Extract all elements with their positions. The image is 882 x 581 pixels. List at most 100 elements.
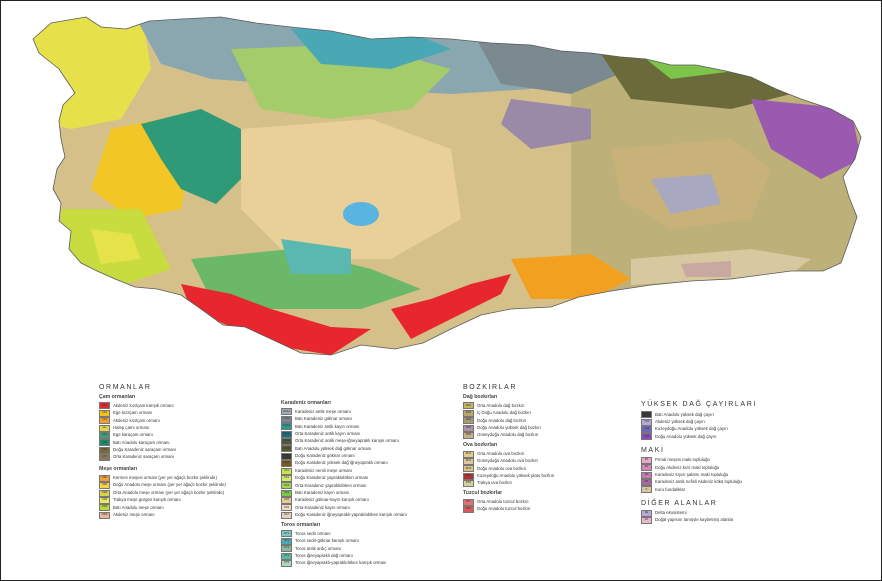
legend-section-title: ORMANLAR [99,384,152,391]
legend-item-label: Trakya meşe gürgen karışık ormanı [113,497,181,503]
legend-item-label: Doğu Anadolu ova bozkırı [477,465,527,471]
legend-item-label: Akdeniz kızılçam ormanı [113,417,160,423]
legend-item-label: Ege kızılçam ormanı [113,410,153,416]
legend-swatch: OKA8 [281,460,292,468]
legend-item-label: Batı Karadeniz kayın ormanı [295,490,350,496]
legend-swatch: YD4 [641,433,652,441]
legend-swatch: ÇK2 [99,409,110,417]
legend-swatch: OM4 [99,496,110,504]
legend-item-label: Doğu Karadeniz saraçam ormanı [113,447,177,453]
legend-swatch: OM3 [99,489,110,497]
legend-swatch: YD1 [641,411,652,419]
legend-item-label: Batı Anadolu meşe ormanı [113,504,164,510]
legend-swatch: OKA2 [281,415,292,423]
legend-item-label: Orta Karadeniz antik kayın ormanı [295,430,361,436]
legend-subtitle: Meşe ormanları [99,466,138,473]
legend-item-label: Karadeniz antik nefisli Akdeniz kökü top… [655,479,742,485]
legend-section-title: BOZKIRLAR [463,384,518,391]
legend-swatch: OM6 [99,511,110,519]
legend-item-label: Toros sedir-göknar karışık ormanı [295,538,359,544]
legend-item-label: Doğu Karadeniz iğneyapraklı-yapraklıdöke… [295,512,407,518]
legend-item-label: Batı Anadolu yüksek dağ göknar ormanı [295,445,372,451]
legend-swatch: OM1 [99,474,110,482]
legend-swatch: YD2 [641,418,652,426]
legend-swatch: OM2 [99,482,110,490]
legend-item-label: Trakya ova bozkırı [477,480,513,486]
legend-swatch: OT5 [281,560,292,568]
legend-item-label: Batı Karadeniz göknar ormanı [295,416,353,422]
legend-item-label: Doğu Anadolu tuzcul bozkırı [477,506,531,512]
legend-swatch: ÇK1 [99,402,110,410]
legend-item-label: Batı Karadeniz antik kayın ormanı [295,423,360,429]
legend-swatch: BO1 [463,450,474,458]
legend-swatch: ÇH [99,424,110,432]
legend-swatch: OT1 [281,530,292,538]
legend-item-label: Doğu Anadolu dağ bozkırı [477,417,527,423]
legend-item-label: Batı Anadolu karaçam ormanı [113,439,170,445]
legend-item-label: Batı Anadolu yüksek dağ çayırı [655,411,714,417]
legend-swatch: OKA6 [281,445,292,453]
legend-swatch: YD3 [641,425,652,433]
legend-item-label: Pırnal meşesi maki topluluğu [655,457,710,463]
legend-item-label: Doğu Karadeniz yapraklıdöken ormanı [295,475,369,481]
legend-swatch: DA [641,517,652,525]
legend-item-label: Orta Karadeniz saraçam ormanı [113,454,175,460]
legend-item-label: Doğu Anadolu yüksek dağ çayırı [655,433,717,439]
legend-swatch: OT4 [281,552,292,560]
legend-swatch: DE [641,509,652,517]
legend-item-label: Toros iğneyapraklı-yapraklıdöken karışık… [295,560,387,566]
legend-swatch: OM5 [99,504,110,512]
legend-subtitle: Toros ormanları [281,522,321,529]
legend-swatch: BD1 [463,402,474,410]
legend-item-label: Kermes meşesi ormanı (yer yer ağaçlı boz… [113,475,217,481]
legend-swatch: BD2 [463,409,474,417]
legend-item-label: Kuzeydoğu Anadolu yüksek dağ çayırı [655,426,728,432]
legend-section-title: DİĞER ALANLAR [641,499,718,507]
legend-swatch: OT2 [281,537,292,545]
legend-item-label: Toros iğneyapraklı dağ ormanı [295,552,353,558]
legend-swatch: K [641,486,652,494]
legend-item-label: Orta Karadeniz antik meşe-iğneyapraklı k… [295,438,399,444]
legend-item-label: Orta Anadolu tuzcul bozkırı [477,499,529,505]
legend-swatch: BD3 [463,417,474,425]
legend-swatch: OKA3 [281,423,292,431]
legend-item-label: Karadeniz kıyısı şalamı maki topluluğu [655,471,729,477]
